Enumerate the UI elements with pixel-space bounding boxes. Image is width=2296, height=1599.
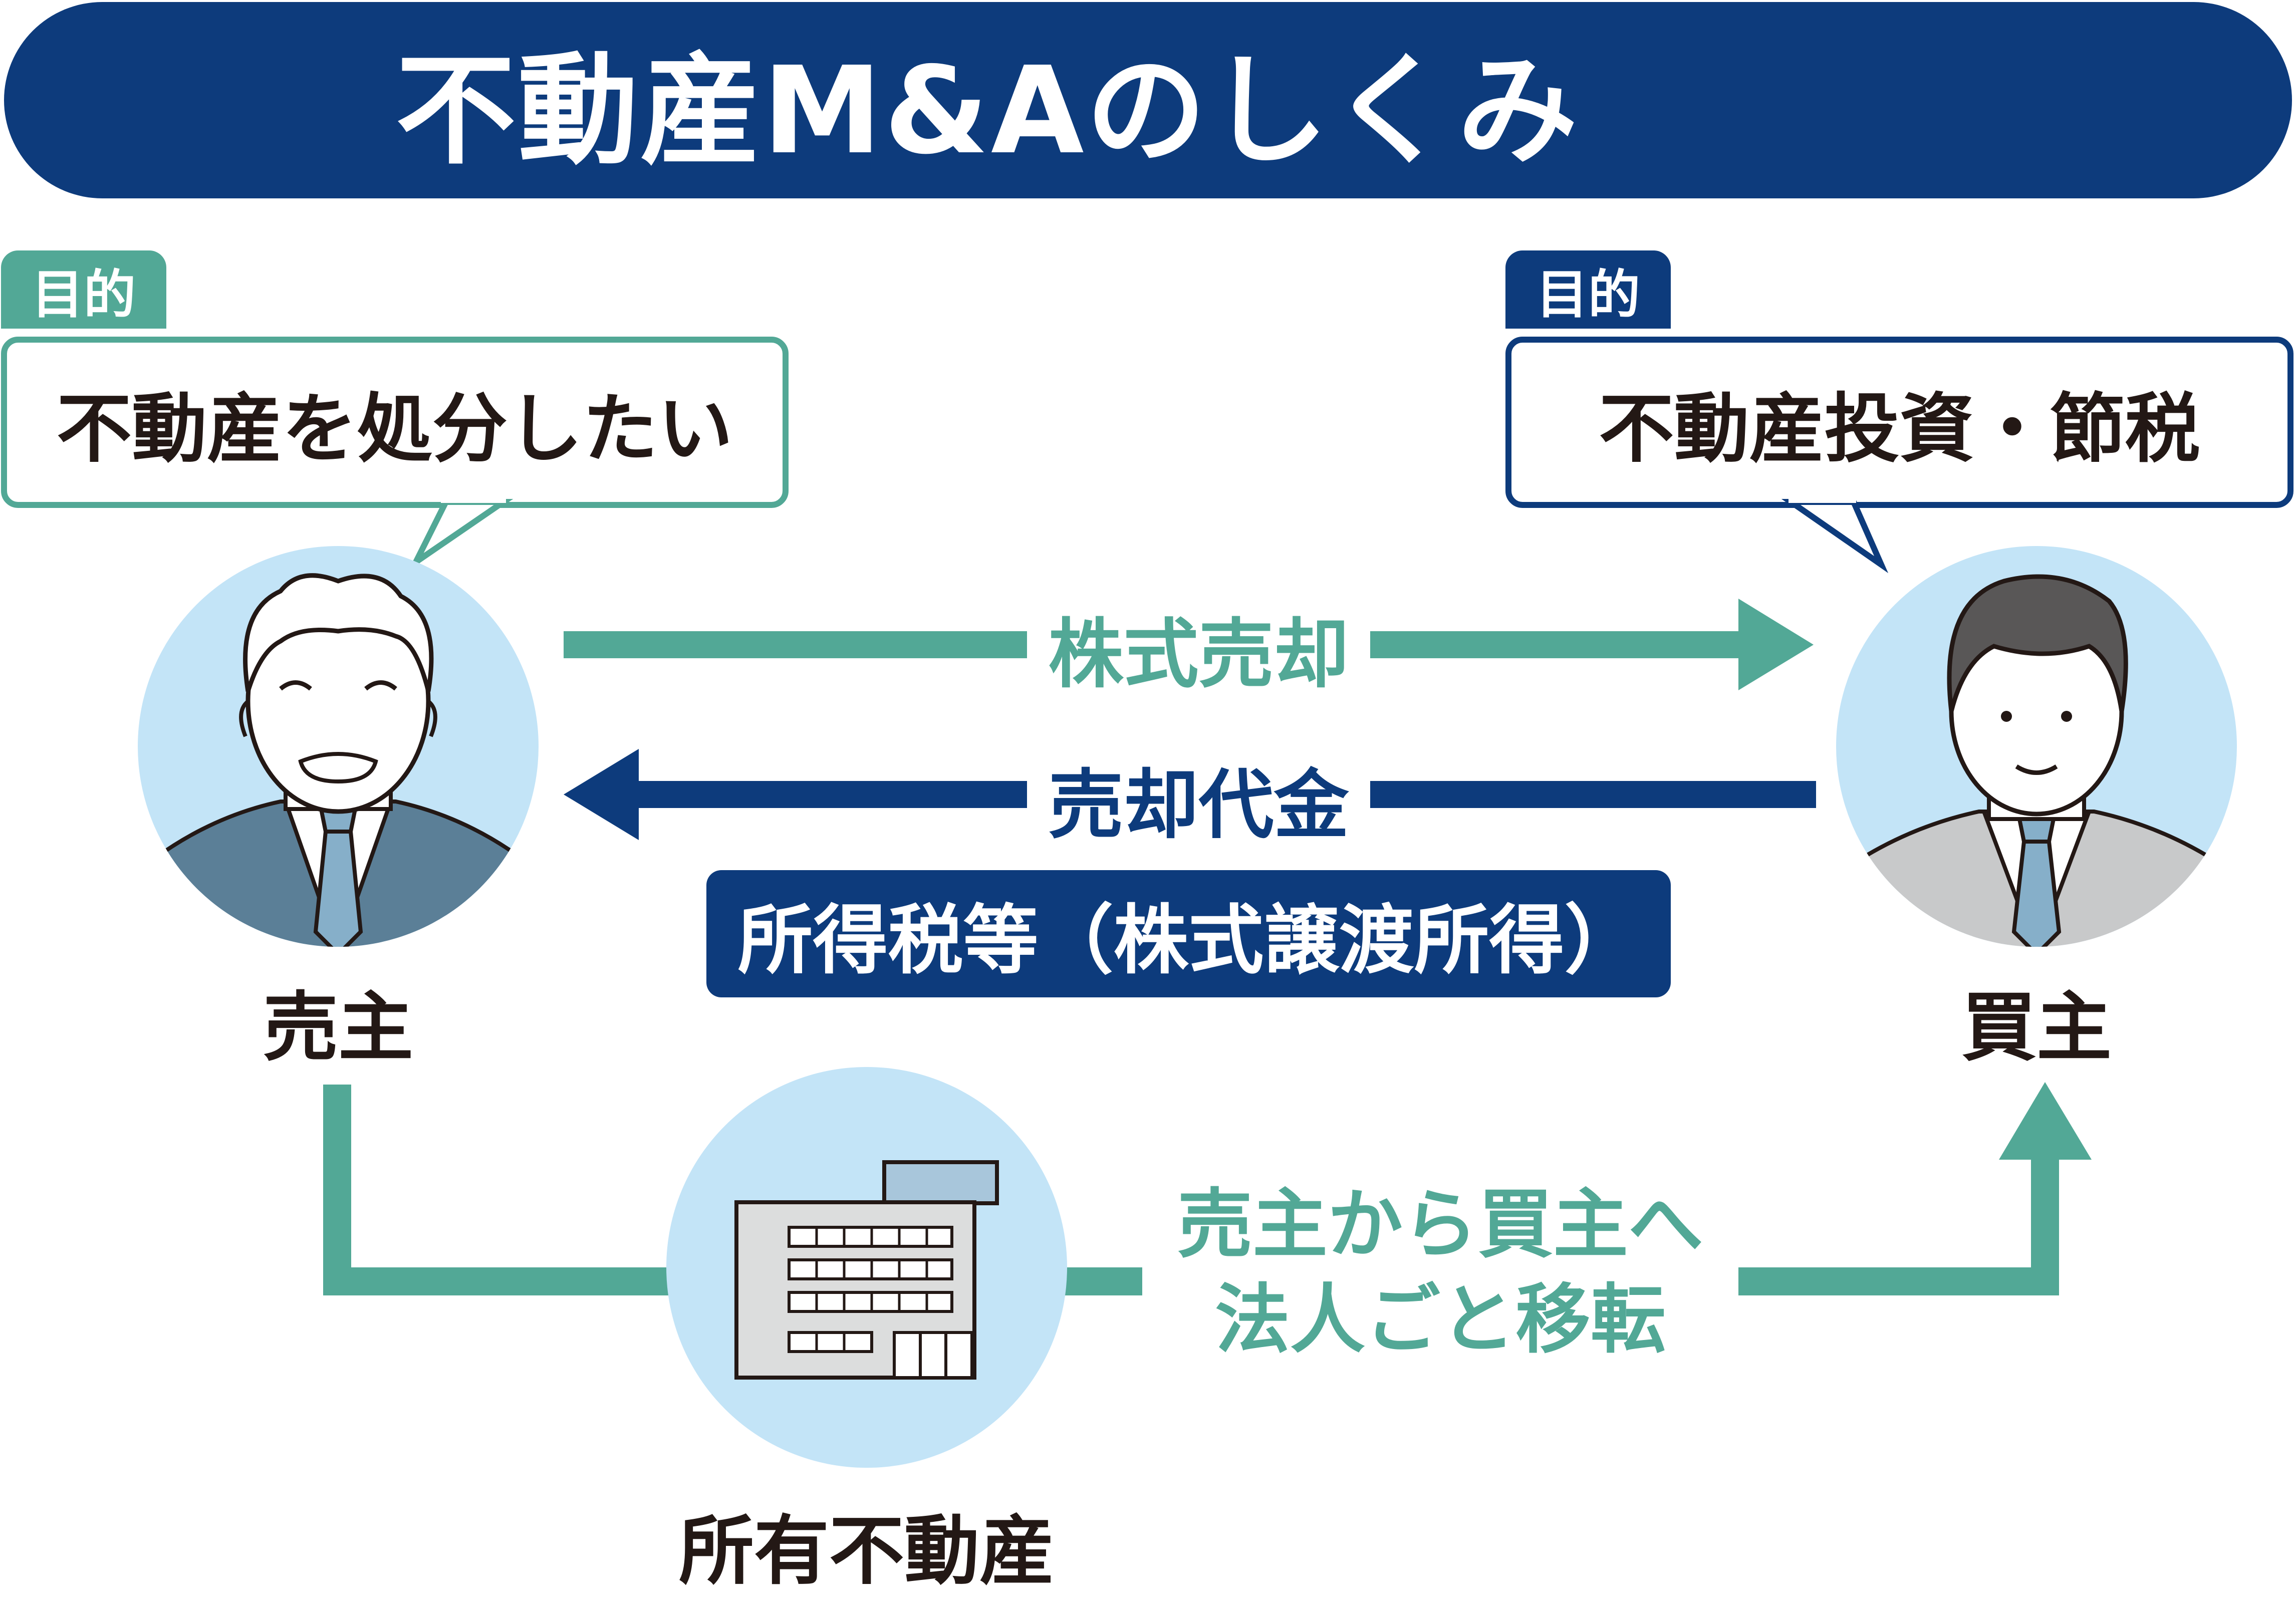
title-bar: 不動産M&Aのしくみ (4, 2, 2292, 198)
share-sale-label: 株式売却 (1048, 611, 1349, 698)
tax-label: 所得税等（株式譲渡所得） (737, 897, 1640, 984)
seller-purpose-text: 不動産を処分したい (56, 385, 733, 473)
transfer-label-line2: 法人ごと移転 (1214, 1276, 1666, 1364)
transfer-label-line1: 売主から買主へ (1177, 1181, 1703, 1268)
buyer-purpose-tag: 目的 (1505, 250, 1671, 329)
seller-purpose-tag: 目的 (1, 250, 166, 329)
property-label: 所有不動産 (678, 1508, 1055, 1595)
buyer-bubble-tail (1781, 499, 1889, 574)
sale-proceeds-arrow (564, 749, 1816, 840)
buyer-label: 買主 (1961, 984, 2112, 1072)
young-businessman-icon (1836, 546, 2237, 947)
seller-label: 売主 (263, 984, 413, 1072)
share-sale-arrow (564, 599, 1814, 690)
transfer-label: 売主から買主へ 法人ごと移転 (1147, 1177, 1733, 1368)
page-title: 不動産M&Aのしくみ (395, 40, 1580, 181)
company-transfer-arrow (323, 1082, 2092, 1295)
buyer-purpose-bubble: 不動産投資・節税 (1505, 337, 2293, 508)
sale-proceeds-label: 売却代金 (1048, 762, 1349, 849)
office-building-icon (666, 1067, 1067, 1468)
elderly-businessman-icon (138, 546, 539, 947)
tax-label-box: 所得税等（株式譲渡所得） (706, 870, 1671, 997)
seller-bubble-tail (408, 499, 514, 572)
buyer-purpose-text: 不動産投資・節税 (1599, 385, 2200, 473)
seller-purpose-bubble: 不動産を処分したい (1, 337, 789, 508)
